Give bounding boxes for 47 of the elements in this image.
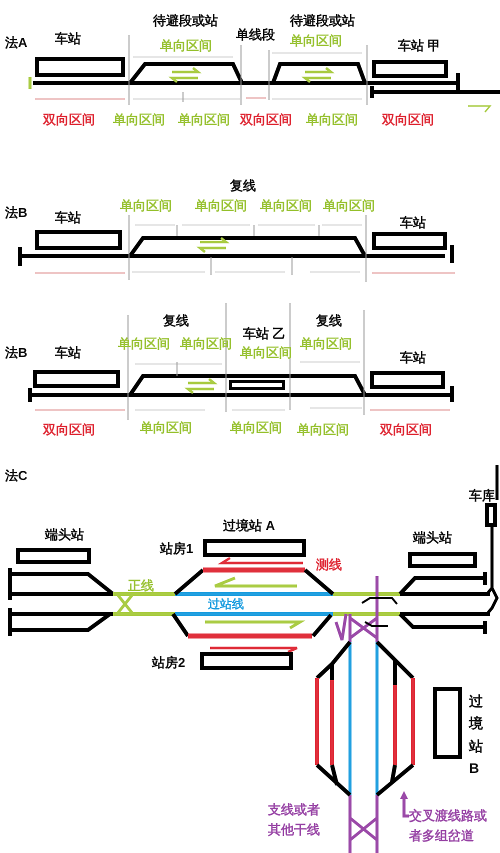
section-label: 复线 — [230, 178, 256, 193]
section-label: 法B — [5, 345, 28, 360]
section-label: 双向区间 — [240, 112, 292, 127]
station-name: 车站 — [55, 210, 81, 225]
section-label: 单向区间 — [113, 112, 165, 127]
station-building-label: 站房1 — [160, 541, 194, 556]
station-name: 端头站 — [413, 530, 452, 545]
station-name: 车站 乙 — [243, 326, 286, 341]
section-label: 复线 — [316, 313, 342, 328]
section-label: 双向区间 — [382, 112, 434, 127]
station-name: 端头站 — [45, 527, 84, 542]
section-label: 单向区间 — [240, 345, 292, 360]
section-label: 单向区间 — [297, 422, 349, 437]
section-label: 法A — [5, 35, 28, 50]
section-label: 复线 — [163, 313, 189, 328]
section-label: 单向区间 — [230, 420, 282, 435]
section-label: 过站线 — [208, 597, 244, 611]
section-label: 单向区间 — [300, 336, 352, 351]
station-name: 车站 甲 — [398, 38, 441, 53]
section-label: 法C — [5, 468, 28, 483]
section-label: 单向区间 — [180, 336, 232, 351]
station-name: 过境站B — [469, 692, 483, 778]
section-label: 单向区间 — [306, 112, 358, 127]
station-name: 车站 — [400, 350, 426, 365]
section-label: 单向区间 — [290, 33, 342, 48]
section-label: 单向区间 — [195, 198, 247, 213]
section-label: 单向区间 — [160, 38, 212, 53]
section-label: 单向区间 — [140, 420, 192, 435]
leader-arrow — [400, 791, 409, 818]
station-name: 站房2 — [152, 655, 186, 670]
station-name: 车站 — [400, 215, 426, 230]
section-label: 双向区间 — [43, 112, 95, 127]
station-name: 过境站 A — [223, 518, 275, 533]
annotation-text: 交叉渡线路或者多组岔道 — [409, 807, 488, 845]
section-label: 单线段 — [236, 27, 275, 42]
station-name: 车站 — [55, 345, 81, 360]
section-label: 支线或者其他干线 — [268, 801, 321, 839]
section-label: 双向区间 — [43, 422, 95, 437]
section-label: 测线 — [316, 557, 342, 572]
station-name: 车库 — [469, 488, 495, 503]
section-label: 法B — [5, 205, 28, 220]
section-label: 待避段或站 — [290, 13, 355, 28]
station-name: 车站 — [55, 31, 81, 46]
section-label: 单向区间 — [178, 112, 230, 127]
track-switch — [376, 763, 414, 797]
section-label: 正线 — [128, 578, 154, 593]
section-label: 单向区间 — [260, 198, 312, 213]
